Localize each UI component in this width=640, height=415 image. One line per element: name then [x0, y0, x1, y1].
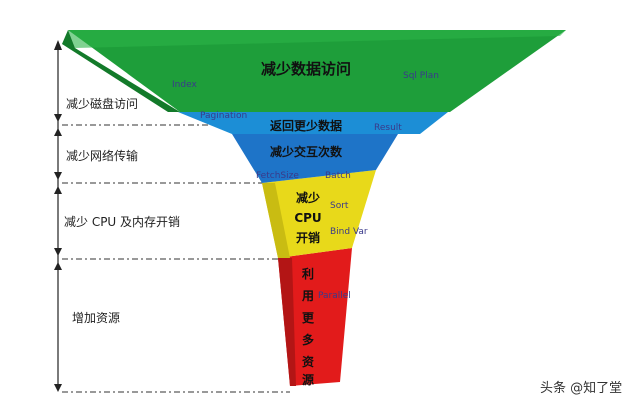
watermark: 头条 @知了堂 [540, 380, 622, 396]
tag-result: Result [374, 123, 402, 133]
tag-parallel: Parallel [318, 291, 351, 301]
title-resources-line-5: 资 [302, 354, 314, 369]
side-label-network: 减少网络传输 [66, 148, 138, 163]
title-reduce-data-access: 减少数据访问 [261, 60, 351, 78]
title-cpu-line-2: CPU [294, 211, 321, 225]
layer-blue-1 [178, 112, 448, 134]
layer-green [62, 30, 566, 112]
title-cpu-line-3: 开销 [296, 230, 320, 245]
tag-sort: Sort [330, 201, 349, 211]
axis [54, 40, 62, 392]
side-label-disk: 减少磁盘访问 [66, 96, 138, 111]
tag-pagination: Pagination [200, 111, 247, 121]
title-resources-line-1: 利 [302, 266, 314, 281]
tag-sql-plan: Sql Plan [403, 71, 439, 81]
tag-index: Index [172, 80, 197, 90]
tag-batch: Batch [325, 171, 351, 181]
tag-fetchsize: FetchSize [256, 171, 299, 181]
title-resources-line-4: 多 [302, 332, 314, 347]
title-reduce-interactions: 减少交互次数 [270, 144, 343, 159]
layer-yellow [262, 170, 376, 258]
layer-blue-2 [232, 134, 398, 183]
side-label-resources: 增加资源 [72, 311, 120, 325]
title-return-less-data: 返回更少数据 [270, 118, 342, 133]
title-resources-line-2: 用 [301, 289, 314, 303]
layer-red [278, 248, 352, 386]
title-cpu-line-1: 减少 [296, 190, 320, 205]
side-label-cpu-memory: 减少 CPU 及内存开销 [64, 215, 180, 229]
title-resources-line-6: 源 [302, 372, 314, 387]
tag-bind-var: Bind Var [330, 227, 368, 237]
title-resources-line-3: 更 [302, 311, 315, 325]
